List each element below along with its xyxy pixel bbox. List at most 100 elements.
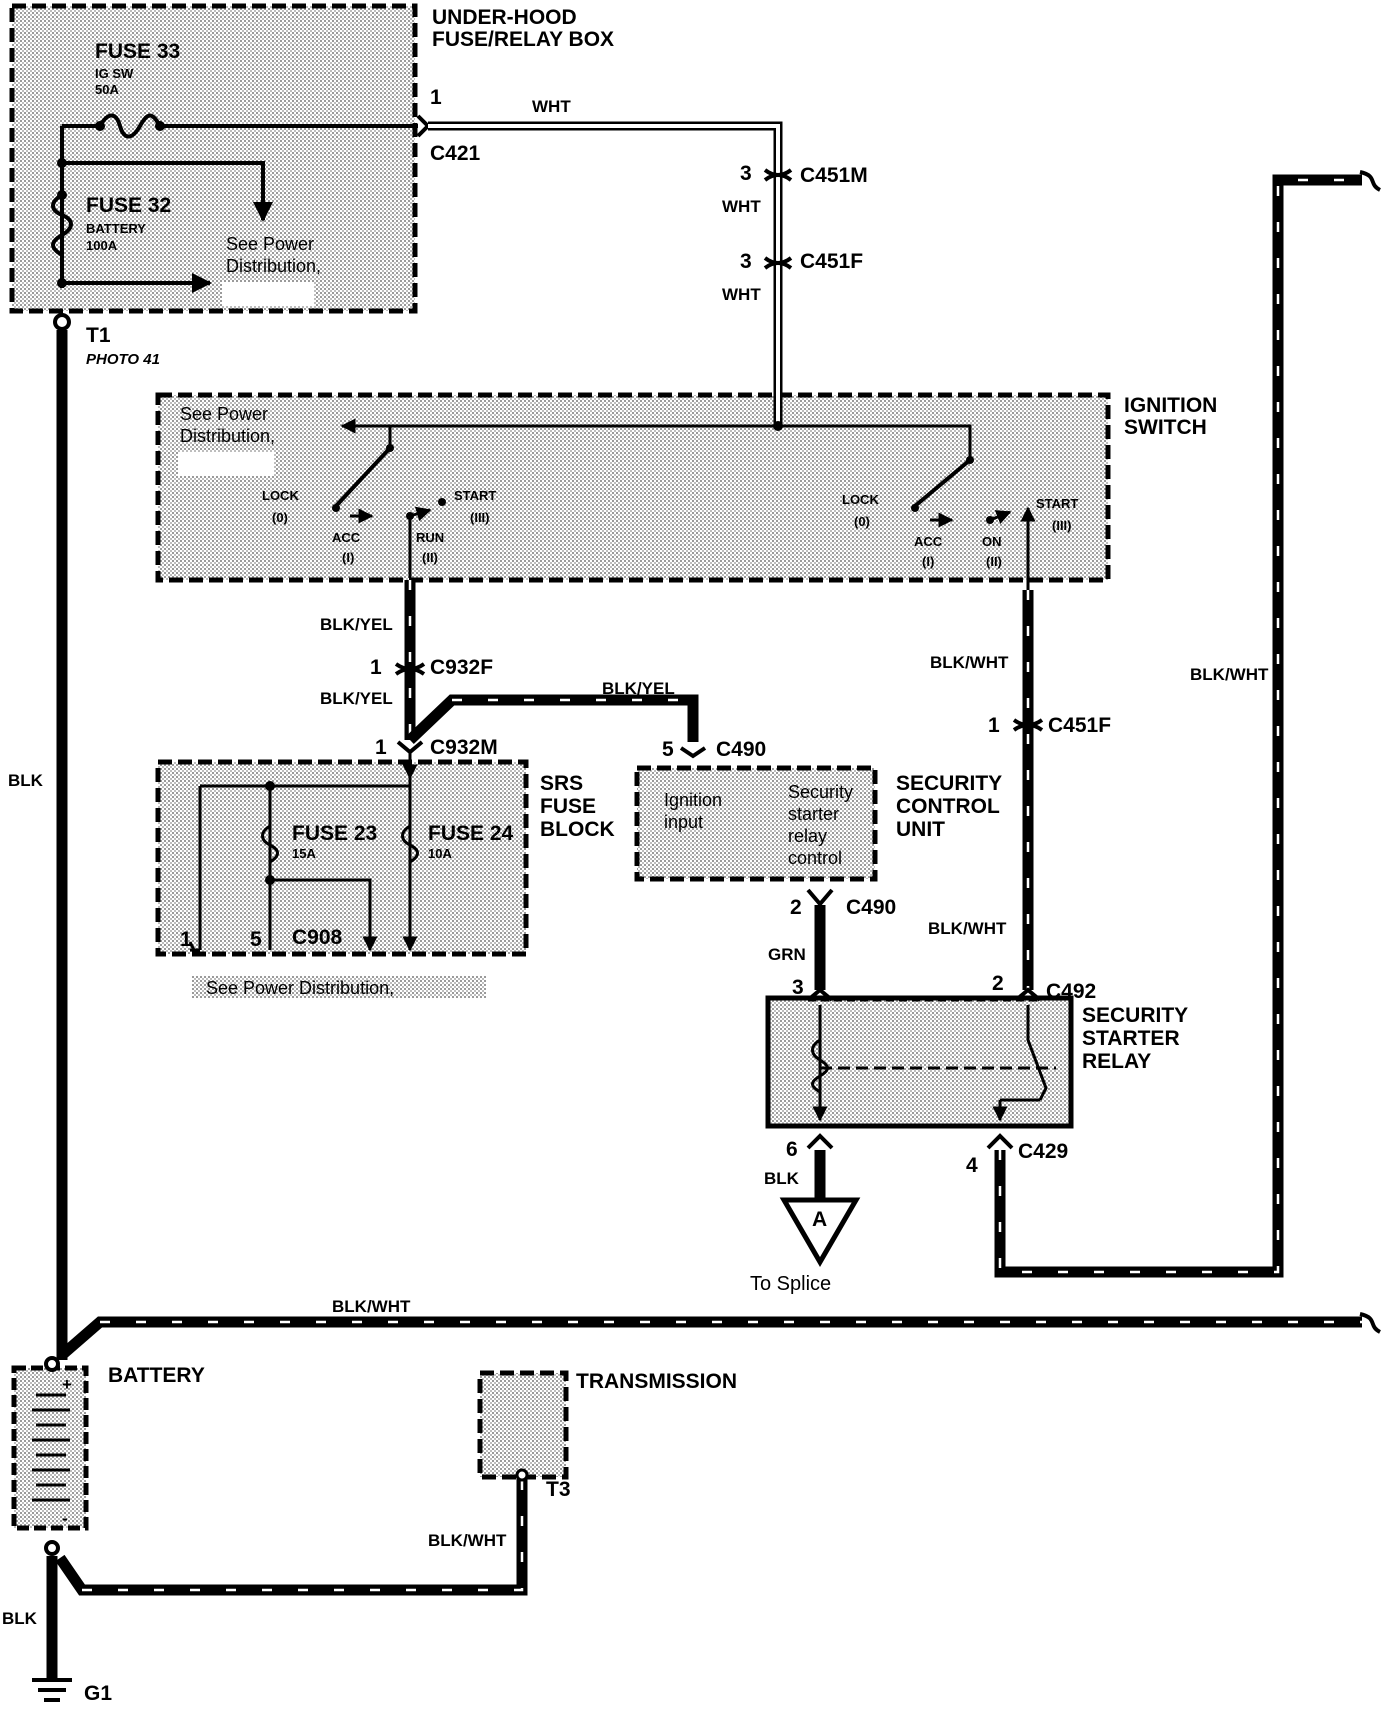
c908-label: C908 (292, 926, 343, 949)
fuse32-line2: 100A (86, 238, 118, 253)
relay-contact-icon (1026, 1005, 1048, 1101)
fuse23-name: FUSE 23 (292, 822, 377, 845)
fuse-relay-box (9, 3, 418, 314)
blk-wht-label-1: BLK/WHT (930, 653, 1009, 672)
transmission-box (477, 1370, 569, 1480)
c421-label: C421 (430, 142, 481, 165)
left-switch-blade-icon (334, 446, 392, 508)
blk-yel-wire (406, 694, 699, 744)
c492-right-connector-icon (1014, 987, 1042, 1002)
ignition-switch-box (155, 392, 1111, 583)
wht-label-3: WHT (722, 285, 761, 304)
blk-wht-label-3: BLK/WHT (1190, 665, 1269, 684)
security-starter-relay-box (765, 995, 1074, 1129)
grn-label: GRN (768, 945, 806, 964)
blk-wht-label-4: BLK/WHT (332, 1297, 411, 1316)
fuse33-name: FUSE 33 (95, 40, 180, 63)
c451f-right-label: C451F (1048, 714, 1111, 737)
c451m-label: C451M (800, 164, 868, 187)
left-run-num: (II) (422, 550, 438, 565)
c490-bottom-pin: 2 (790, 896, 802, 919)
see-power-3-shade (192, 976, 486, 998)
c932m-label: C932M (430, 736, 498, 759)
ground-icon (32, 1678, 72, 1702)
left-acc-num: (I) (342, 550, 354, 565)
fuse33-element-icon (98, 113, 162, 139)
wire-continuation-icon (1359, 170, 1382, 192)
wht-label-1: WHT (532, 97, 571, 116)
blk-main-label: BLK (8, 771, 44, 790)
t1-label: T1 (86, 324, 111, 347)
to-splice-label: To Splice (750, 1273, 831, 1295)
c421-connector-icon (416, 114, 431, 138)
left-start: START (454, 488, 496, 503)
left-acc: ACC (332, 530, 361, 545)
c451f-top-pin: 3 (740, 250, 752, 273)
c492-pin-left: 3 (792, 976, 804, 999)
fuse32-name: FUSE 32 (86, 194, 171, 217)
c932m-connector-icon (396, 740, 424, 755)
blk-wht-label-5: BLK/WHT (428, 1531, 507, 1550)
c932m-pin: 1 (375, 736, 387, 759)
splice-a-triangle-icon (779, 1197, 861, 1267)
srs-fuse-block-box (155, 759, 529, 957)
right-start-num: (III) (1052, 518, 1072, 533)
fuse24-name: FUSE 24 (428, 822, 514, 845)
battery-positive-terminal-icon (44, 1356, 60, 1372)
t3-terminal-icon (515, 1468, 529, 1482)
blk-relay-label: BLK (764, 1169, 800, 1188)
see-power-3: See Power Distribution, (206, 978, 394, 998)
fuse24-element-icon (401, 824, 419, 864)
c451m-pin: 3 (740, 162, 752, 185)
c429-label: C429 (1018, 1140, 1068, 1163)
c490-top-connector-icon (679, 746, 707, 759)
wire-continuation-icon (1359, 1312, 1382, 1334)
fuse23-element-icon (261, 824, 279, 864)
c421-pin: 1 (430, 86, 442, 109)
c429-pin-left: 6 (786, 1138, 798, 1161)
battery-negative-terminal-icon (44, 1540, 60, 1556)
right-lock: LOCK (842, 492, 879, 507)
c451f-connector-icon (763, 256, 793, 270)
security-control-unit-box (634, 765, 878, 882)
c429-pin-right: 4 (966, 1154, 978, 1177)
blk-ground-label: BLK (2, 1609, 38, 1628)
c451f-top-label: C451F (800, 250, 863, 273)
c492-label: C492 (1046, 980, 1096, 1003)
right-acc: ACC (914, 534, 943, 549)
c492-pin-right: 2 (992, 972, 1004, 995)
c429-left-connector-icon (806, 1133, 834, 1150)
t3-label: T3 (546, 1478, 571, 1501)
fuse23-rating: 15A (292, 846, 316, 861)
blk-wht-main-wire (58, 1316, 1362, 1360)
fuse32-line1: BATTERY (86, 221, 146, 236)
transmission-label: TRANSMISSION (576, 1370, 737, 1393)
left-start-num: (III) (470, 510, 490, 525)
battery-plus: + (62, 1375, 72, 1394)
fuse-box-internal-wire (60, 124, 418, 288)
c932f-pin: 1 (370, 656, 382, 679)
blk-yel-label-3: BLK/YEL (602, 679, 675, 698)
c490-top-label: C490 (716, 738, 766, 761)
blk-yel-label-1: BLK/YEL (320, 615, 393, 634)
fuse33-line1: IG SW (95, 66, 134, 81)
blk-yel-label-2: BLK/YEL (320, 689, 393, 708)
c932f-connector-icon (394, 662, 426, 676)
fuse24-rating: 10A (428, 846, 452, 861)
right-switch-blade-icon (913, 458, 972, 508)
photo-label: PHOTO 41 (86, 351, 160, 368)
g1-label: G1 (84, 1682, 112, 1705)
blank-patch (222, 282, 314, 306)
blk-wht-label-2: BLK/WHT (928, 919, 1007, 938)
c492-left-connector-icon (806, 987, 834, 1002)
